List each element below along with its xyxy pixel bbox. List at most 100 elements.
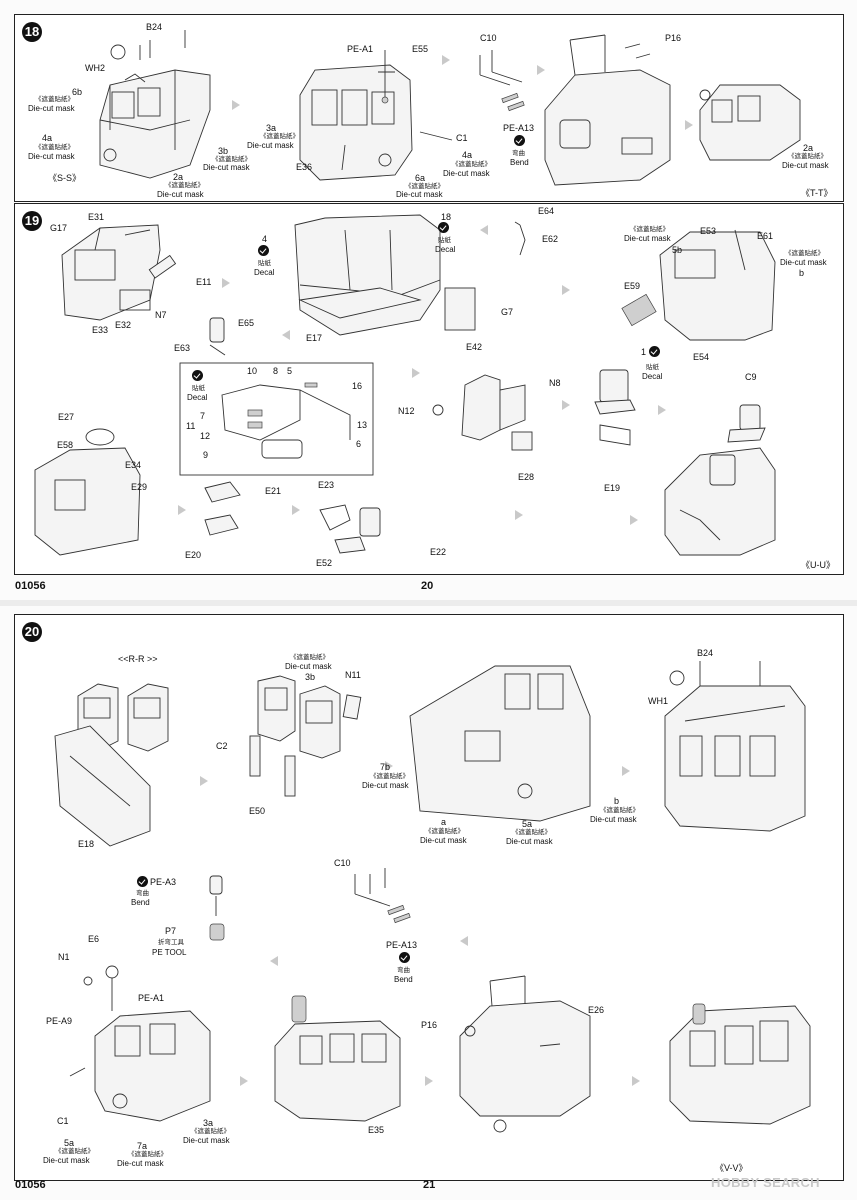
s20-cab-final xyxy=(669,1003,811,1125)
mask-cn-3a: 《遮蓋貼紙》 xyxy=(260,132,299,140)
s18-cab-left xyxy=(99,30,211,179)
label-7a: 7a xyxy=(137,1141,148,1151)
mask-cn-7a: 《遮蓋貼紙》 xyxy=(128,1150,167,1158)
label-e23: E23 xyxy=(318,480,335,490)
mask-cn-2a-right: 《遮蓋貼紙》 xyxy=(788,152,827,160)
label-e29: E29 xyxy=(131,482,148,492)
label-e35: E35 xyxy=(368,1125,385,1135)
s19-inset-art xyxy=(221,382,351,459)
page-20-line-art xyxy=(34,30,801,556)
mask-cn-5a-bottom: 《遮蓋貼紙》 xyxy=(55,1147,94,1155)
label-c10: C10 xyxy=(480,33,497,43)
mask-en-5a-top: Die-cut mask xyxy=(506,837,553,846)
view-u-u: 《U-U》 xyxy=(801,560,835,570)
label-pe-a1: PE-A1 xyxy=(138,993,165,1003)
s20-doors-mid xyxy=(249,675,362,797)
s20-cab-roof xyxy=(664,661,806,832)
step-18-number: 18 xyxy=(22,22,42,42)
label-wh1: WH1 xyxy=(648,696,668,706)
bend-en-pe-a3: Bend xyxy=(131,898,150,907)
mask-en-4a-mid: Die-cut mask xyxy=(443,169,490,178)
mask-cn-2a-left: 《遮蓋貼紙》 xyxy=(165,181,204,189)
label-e11: E11 xyxy=(196,277,212,287)
label-g17: G17 xyxy=(50,223,68,233)
mask-cn-top-right: 《遮蓋貼紙》 xyxy=(630,225,669,233)
s19-seat-c9 xyxy=(727,404,766,443)
step-19-number: 19 xyxy=(22,211,42,231)
instruction-page-20: 18 19 xyxy=(0,0,857,600)
decal-en-inset: Decal xyxy=(187,393,208,402)
mask-en-b: Die-cut mask xyxy=(780,258,827,267)
label-2a-right: 2a xyxy=(803,143,814,153)
bend-en: Bend xyxy=(510,158,529,167)
label-e58: E58 xyxy=(57,440,74,450)
label-e18: E18 xyxy=(78,839,95,849)
label-e27: E27 xyxy=(58,412,75,422)
s20-cab-bottom-1 xyxy=(69,1010,211,1122)
mask-en-a: Die-cut mask xyxy=(420,836,467,845)
mask-en-3a: Die-cut mask xyxy=(247,141,294,150)
label-e34: E34 xyxy=(125,460,142,470)
label-e50: E50 xyxy=(249,806,266,816)
mask-cn-b: 《遮蓋貼紙》 xyxy=(600,806,639,814)
inset-label-12: 12 xyxy=(200,431,211,441)
label-e61: E61 xyxy=(757,231,774,241)
s18-cab-right-center xyxy=(544,34,671,186)
mask-en-4a-left: Die-cut mask xyxy=(28,152,75,161)
decal-en-1: Decal xyxy=(642,372,663,381)
label-e17: E17 xyxy=(306,333,323,343)
label-b24: B24 xyxy=(697,648,714,658)
decal-cn-1: 貼紙 xyxy=(646,363,659,371)
decal-en-18: Decal xyxy=(435,245,456,254)
bend-icon-pe-a3 xyxy=(137,876,148,887)
page-number: 21 xyxy=(423,1179,436,1191)
s19-pedals xyxy=(514,221,526,256)
decal-icon-18 xyxy=(438,222,449,233)
label-e62: E62 xyxy=(542,234,559,244)
label-c2: C2 xyxy=(216,741,228,751)
mask-cn-b: 《遮蓋貼紙》 xyxy=(785,249,824,257)
label-5b: 5b xyxy=(672,245,683,255)
inset-label-8: 8 xyxy=(273,366,279,376)
label-pe-a13: PE-A13 xyxy=(503,123,535,133)
label-n1: N1 xyxy=(58,952,70,962)
inset-label-13: 13 xyxy=(357,420,368,430)
mask-cn-4a-mid: 《遮蓋貼紙》 xyxy=(452,160,491,168)
footer-code: 01056 xyxy=(15,1179,46,1191)
label-b24: B24 xyxy=(146,22,163,32)
s19-door xyxy=(432,374,533,451)
instruction-page-21: 20 xyxy=(0,606,857,1200)
tool-cn: 折弯工具 xyxy=(158,938,184,946)
mask-en-7a: Die-cut mask xyxy=(117,1159,164,1168)
watermark-logo: HOBBY SEARCH xyxy=(711,1175,820,1190)
mask-en-top-right: Die-cut mask xyxy=(624,234,671,243)
s19-floor xyxy=(294,214,476,336)
s18-cab-right xyxy=(699,84,801,161)
label-e63: E63 xyxy=(174,343,191,353)
label-e52: E52 xyxy=(316,558,333,568)
mask-en-6a: Die-cut mask xyxy=(396,190,443,199)
label-decal-18: 18 xyxy=(441,212,452,222)
label-pe-a9: PE-A9 xyxy=(46,1016,73,1026)
mask-en-3b: Die-cut mask xyxy=(285,662,332,671)
label-c1: C1 xyxy=(57,1116,69,1126)
label-5a-bottom: 5a xyxy=(64,1138,75,1148)
label-n7: N7 xyxy=(155,310,167,320)
label-7b: 7b xyxy=(380,762,391,772)
label-e53: E53 xyxy=(700,226,717,236)
s19-dash-panel xyxy=(61,224,177,321)
label-e65: E65 xyxy=(238,318,255,328)
inset-label-10: 10 xyxy=(247,366,258,376)
label-pe-a1: PE-A1 xyxy=(347,44,374,54)
s19-seat-e23 xyxy=(319,504,381,554)
mask-en-7b: Die-cut mask xyxy=(362,781,409,790)
inset-label-5: 5 xyxy=(287,366,293,376)
label-e36: E36 xyxy=(296,162,313,172)
s19-small-parts xyxy=(209,317,226,356)
s19-cab-interior xyxy=(621,229,776,341)
inset-label-16: 16 xyxy=(352,381,363,391)
label-e20: E20 xyxy=(185,550,202,560)
decal-cn-4: 貼紙 xyxy=(258,259,271,267)
page-number: 20 xyxy=(421,580,434,592)
label-a: a xyxy=(441,817,447,827)
